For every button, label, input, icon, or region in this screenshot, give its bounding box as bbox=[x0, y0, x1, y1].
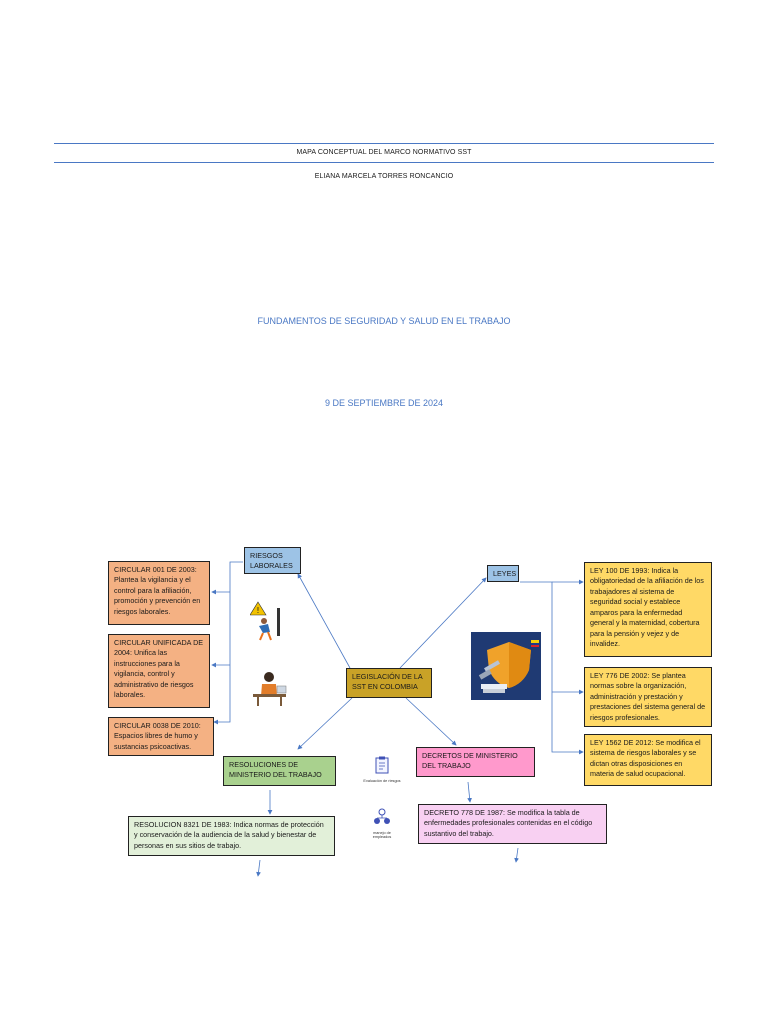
author-name: ELIANA MARCELA TORRES RONCANCIO bbox=[314, 173, 454, 180]
decreto-778-box: DECRETO 778 DE 1987: Se modifica la tabl… bbox=[418, 804, 607, 844]
team-icon bbox=[374, 808, 390, 824]
employee-management-icon-group: manejo de empleados bbox=[366, 808, 398, 844]
resolucion-8321-box: RESOLUCION 8321 DE 1983: Indica normas d… bbox=[128, 816, 335, 856]
center-node: LEGISLACIÓN DE LA SST EN COLOMBIA bbox=[346, 668, 432, 698]
course-name: FUNDAMENTOS DE SEGURIDAD Y SALUD EN EL T… bbox=[257, 316, 511, 326]
ley-100-box: LEY 100 DE 1993: Indica la obligatorieda… bbox=[584, 562, 712, 657]
header-rule-top bbox=[54, 143, 714, 144]
law-shield-icon bbox=[471, 632, 541, 700]
office-worker-icon bbox=[253, 672, 287, 706]
header-rule-bottom bbox=[54, 162, 714, 163]
document-title: MAPA CONCEPTUAL DEL MARCO NORMATIVO SST bbox=[296, 149, 472, 156]
document-date: 9 DE SEPTIEMBRE DE 2024 bbox=[324, 398, 444, 408]
warning-worker-icon: ! bbox=[250, 601, 280, 641]
circular-0038-box: CIRCULAR 0038 DE 2010: Espacios libres d… bbox=[108, 717, 214, 756]
risk-evaluation-label: Evaluación de riesgos bbox=[363, 779, 401, 783]
circular-001-box: CIRCULAR 001 DE 2003: Plantea la vigilan… bbox=[108, 561, 210, 625]
leyes-node: LEYES bbox=[487, 565, 519, 582]
clipboard-icon bbox=[375, 756, 389, 774]
decretos-node: DECRETOS DE MINISTERIO DEL TRABAJO bbox=[416, 747, 535, 777]
risk-evaluation-icon-group: Evaluación de riesgos bbox=[363, 756, 401, 792]
riesgos-laborales-node: RIESGOS LABORALES bbox=[244, 547, 301, 574]
svg-text:!: ! bbox=[256, 606, 259, 615]
ley-1562-box: LEY 1562 DE 2012: Se modifica el sistema… bbox=[584, 734, 712, 786]
resoluciones-node: RESOLUCIONES DE MINISTERIO DEL TRABAJO bbox=[223, 756, 336, 786]
ley-776-box: LEY 776 DE 2002: Se plantea normas sobre… bbox=[584, 667, 712, 727]
employee-management-label: manejo de empleados bbox=[372, 831, 392, 840]
circular-unificada-box: CIRCULAR UNIFICADA DE 2004: Unifica las … bbox=[108, 634, 210, 708]
